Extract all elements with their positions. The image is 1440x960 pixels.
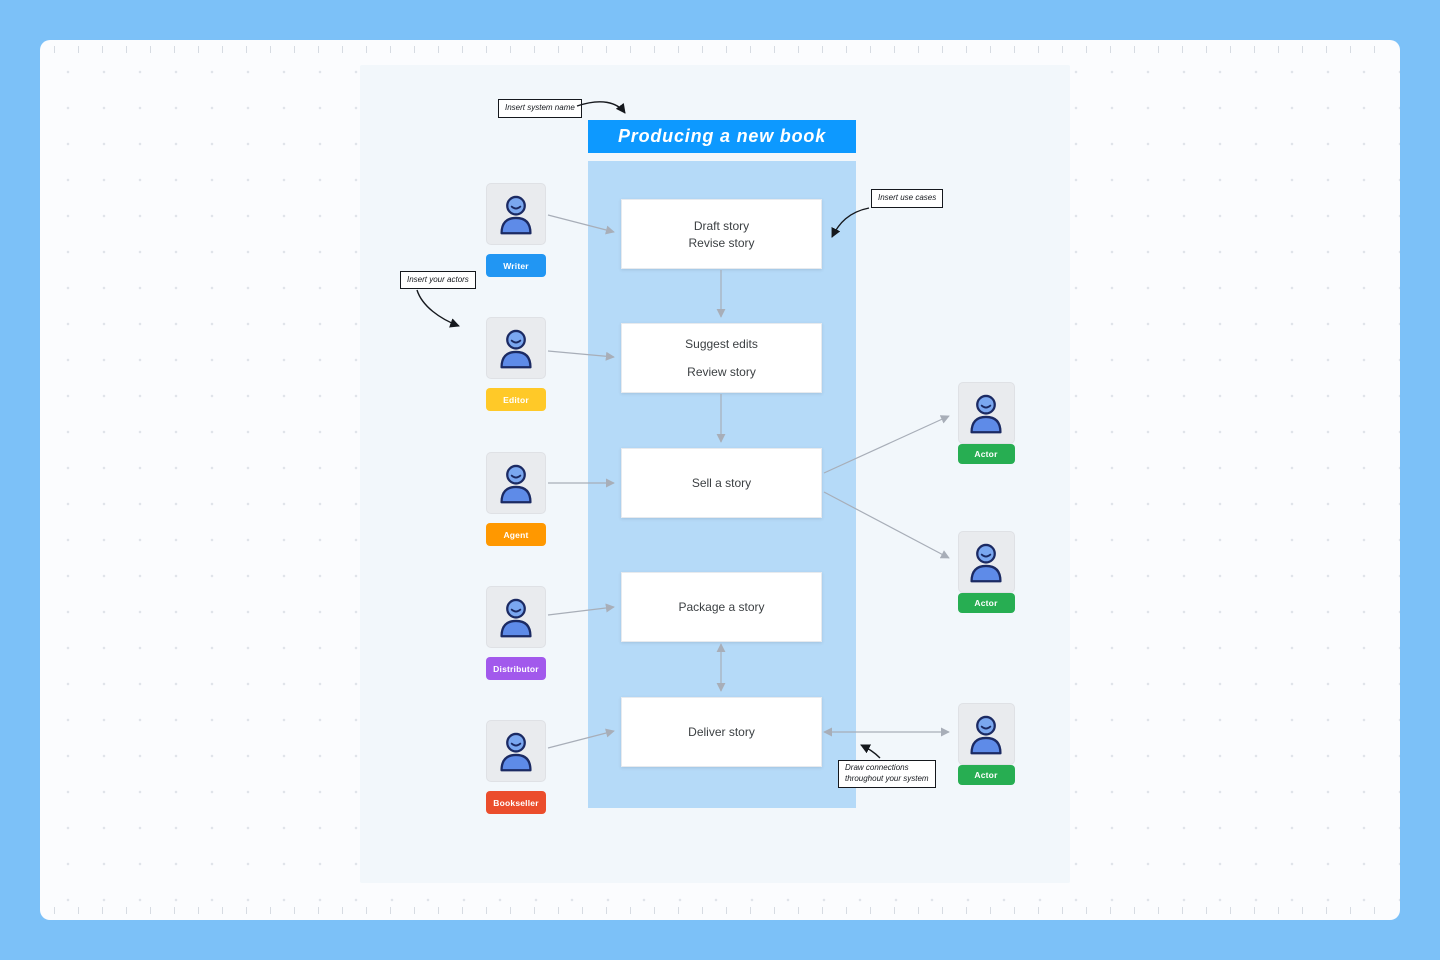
actor-editor[interactable]: Editor [486, 317, 546, 411]
use-case-package[interactable]: Package a story [621, 572, 822, 642]
system-title-bar[interactable]: Producing a new book [588, 120, 856, 153]
actor-distributor-chip[interactable]: Distributor [486, 657, 546, 680]
use-case-deliver[interactable]: Deliver story [621, 697, 822, 767]
use-case-line: Package a story [678, 600, 765, 614]
actor-right-2-chip[interactable]: Actor [957, 593, 1015, 613]
actor-agent[interactable]: Agent [486, 452, 546, 546]
person-icon [957, 382, 1015, 444]
actor-bookseller-chip[interactable]: Bookseller [486, 791, 546, 814]
actor-right-1-chip[interactable]: Actor [957, 444, 1015, 464]
actor-right-3-chip[interactable]: Actor [957, 765, 1015, 785]
actor-agent-chip[interactable]: Agent [486, 523, 546, 546]
callout-insert-system-name[interactable]: Insert system name [498, 99, 582, 118]
use-case-line: Deliver story [688, 725, 755, 739]
chip-label: Distributor [493, 663, 539, 674]
person-icon [957, 531, 1015, 593]
use-case-line: Sell a story [691, 476, 752, 490]
person-icon [486, 452, 546, 514]
person-icon [486, 183, 546, 245]
chip-label: Bookseller [493, 797, 539, 808]
chip-label: Actor [974, 598, 998, 608]
actor-writer-chip[interactable]: Writer [486, 254, 546, 277]
whiteboard-canvas[interactable]: Producing a new book Draft story Revise … [40, 40, 1400, 920]
callout-insert-your-actors[interactable]: Insert your actors [400, 271, 476, 289]
use-case-line: Suggest edits [685, 337, 758, 352]
callout-text: throughout your system [845, 774, 929, 783]
callout-text: Insert system name [505, 103, 575, 113]
callout-text: Draw connections [845, 763, 909, 773]
chip-label: Agent [503, 529, 529, 540]
use-case-sell[interactable]: Sell a story [621, 448, 822, 518]
use-case-line: Revise story [688, 235, 755, 250]
actor-distributor[interactable]: Distributor [486, 586, 546, 680]
use-case-line: Review story [687, 364, 756, 379]
actor-bookseller[interactable]: Bookseller [486, 720, 546, 814]
chip-label: Actor [974, 770, 998, 780]
person-icon [957, 703, 1015, 765]
callout-text: Insert use cases [878, 193, 937, 203]
actor-editor-chip[interactable]: Editor [486, 388, 546, 411]
person-icon [486, 586, 546, 648]
use-case-draft-revise[interactable]: Draft story Revise story [621, 199, 822, 269]
chip-label: Editor [503, 394, 529, 405]
actor-writer[interactable]: Writer [486, 183, 546, 277]
callout-draw-connections[interactable]: Draw connections throughout your system [838, 760, 936, 788]
actor-right-1[interactable]: Actor [956, 382, 1016, 464]
system-title-label: Producing a new book [617, 126, 826, 146]
actor-right-2[interactable]: Actor [956, 531, 1016, 613]
actor-right-3[interactable]: Actor [956, 703, 1016, 785]
callout-text: Insert your actors [407, 274, 469, 284]
chip-label: Writer [503, 260, 529, 271]
person-icon [486, 317, 546, 379]
person-icon [486, 720, 546, 782]
callout-insert-use-cases[interactable]: Insert use cases [871, 189, 944, 208]
use-case-suggest-review[interactable]: Suggest edits Review story [621, 323, 822, 393]
use-case-line: Draft story [693, 218, 750, 233]
chip-label: Actor [974, 449, 998, 459]
